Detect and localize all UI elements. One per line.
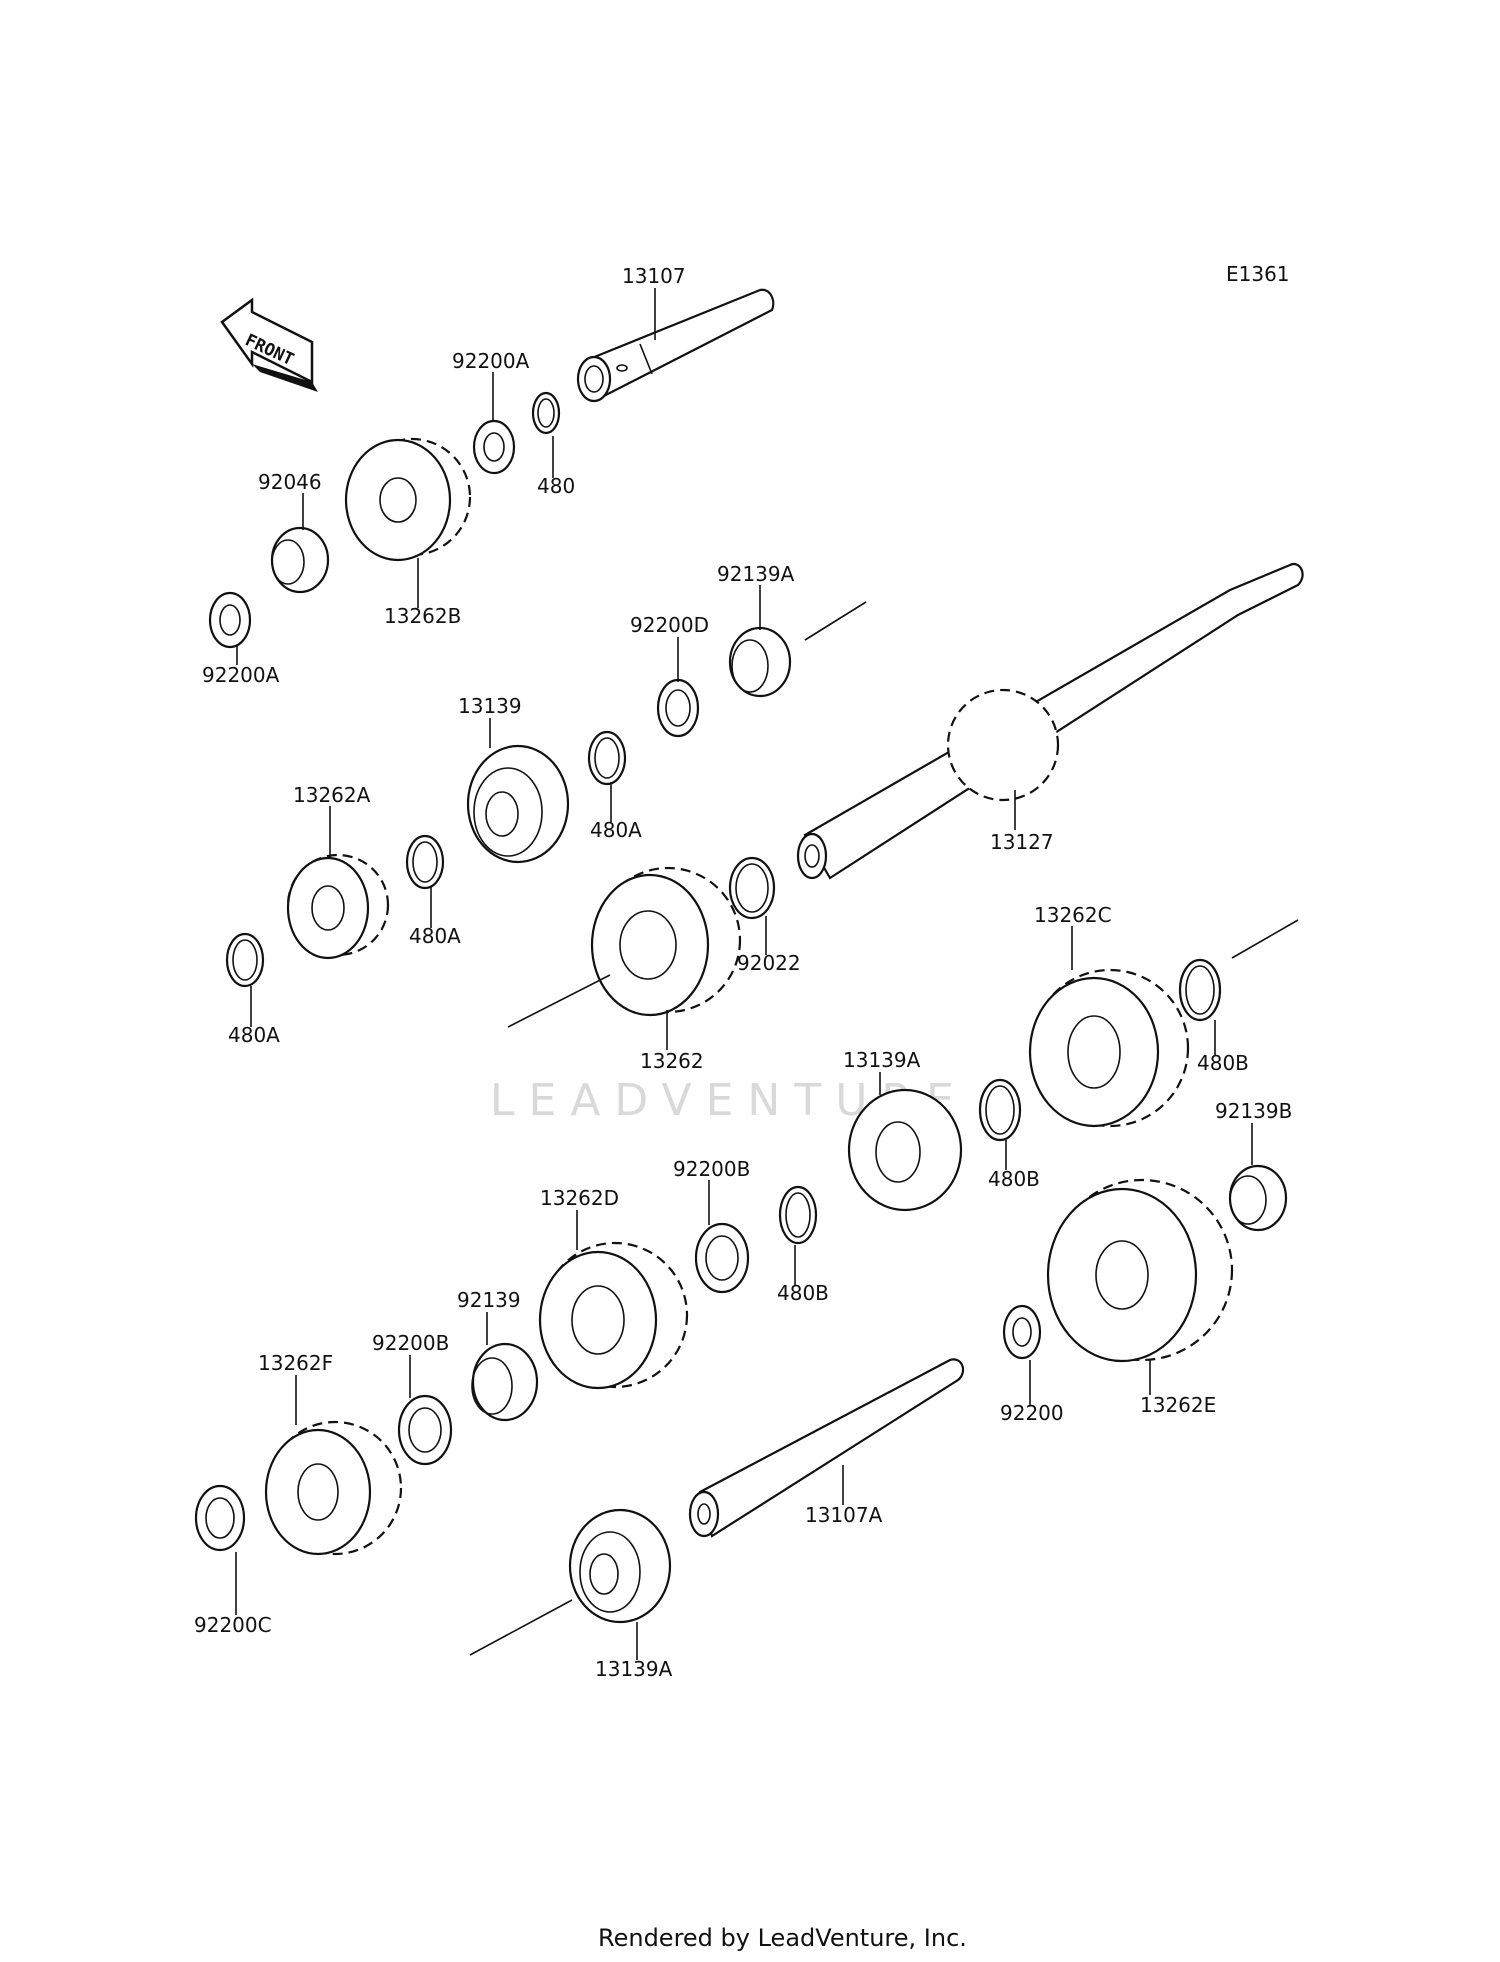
label-480b-right[interactable]: 480B (1197, 1051, 1249, 1075)
label-13107a[interactable]: 13107A (805, 1503, 883, 1527)
shaft-13107a-icon (688, 1358, 965, 1538)
circlip-480-top-icon (531, 391, 561, 435)
label-13139[interactable]: 13139 (458, 694, 522, 718)
label-13139a-low[interactable]: 13139A (595, 1657, 673, 1681)
label-480b-mid[interactable]: 480B (988, 1167, 1040, 1191)
label-13127[interactable]: 13127 (990, 830, 1054, 854)
footer-credit: Rendered by LeadVenture, Inc. (598, 1924, 967, 1952)
label-480-top[interactable]: 480 (537, 474, 575, 498)
circlip-480a-b-icon (225, 932, 265, 988)
label-13262e[interactable]: 13262E (1140, 1393, 1216, 1417)
leader-lines (235, 288, 1253, 1660)
label-13139a-mid[interactable]: 13139A (843, 1048, 921, 1072)
label-13262b[interactable]: 13262B (384, 604, 461, 628)
washer-92200c-icon (194, 1484, 246, 1552)
gear-13262f-icon (264, 1420, 403, 1556)
label-480a-b[interactable]: 480A (228, 1023, 280, 1047)
bush-92139b-icon (1228, 1164, 1288, 1232)
circlip-480a-mid-icon (587, 730, 627, 786)
washer-92200b-low-icon (397, 1394, 453, 1466)
label-480a-mid[interactable]: 480A (590, 818, 642, 842)
label-92139a[interactable]: 92139A (717, 562, 795, 586)
washer-92200a-top-icon (472, 419, 516, 475)
label-13262[interactable]: 13262 (640, 1049, 704, 1073)
hub-13139a-mid-icon (847, 1088, 963, 1212)
circlip-480b-mid-icon (978, 1078, 1022, 1142)
label-92200d[interactable]: 92200D (630, 613, 709, 637)
gear-13262a-icon (286, 853, 390, 960)
washer-92200a-left-icon (208, 591, 252, 649)
label-13107[interactable]: 13107 (622, 264, 686, 288)
bearing-92046-icon (270, 526, 330, 594)
label-92200c[interactable]: 92200C (194, 1613, 272, 1637)
bush-92139a-icon (728, 626, 792, 698)
label-13262c[interactable]: 13262C (1034, 903, 1112, 927)
label-92139[interactable]: 92139 (457, 1288, 521, 1312)
assembly-guide-lines (469, 601, 1299, 1656)
gear-13262b-icon (344, 437, 472, 562)
circlip-480b-right-icon (1178, 958, 1222, 1022)
washer-92200b-mid-icon (694, 1222, 750, 1294)
label-13262a[interactable]: 13262A (293, 783, 371, 807)
label-92200a-left[interactable]: 92200A (202, 663, 280, 687)
gear-13262-icon (590, 866, 742, 1017)
shaft-13107-icon (576, 288, 775, 403)
washer-92022-icon (728, 856, 776, 920)
label-92200b-low[interactable]: 92200B (372, 1331, 449, 1355)
gear-13262d-icon (538, 1241, 689, 1390)
circlip-480b-low-icon (778, 1185, 818, 1245)
callout-labels: 13107 92200A 480 92046 13262B 92200A 921… (194, 264, 1292, 1681)
washer-92200d-icon (656, 678, 700, 738)
label-92139b[interactable]: 92139B (1215, 1099, 1292, 1123)
label-92200[interactable]: 92200 (1000, 1401, 1064, 1425)
shaft-13127-icon (796, 562, 1304, 880)
label-13262d[interactable]: 13262D (540, 1186, 619, 1210)
diagram-code: E1361 (1226, 262, 1290, 286)
gear-13262e-icon (1046, 1178, 1234, 1363)
washer-92200-icon (1002, 1304, 1042, 1360)
label-92022[interactable]: 92022 (737, 951, 801, 975)
front-arrow-icon: FRONT (220, 297, 318, 392)
label-480b-low[interactable]: 480B (777, 1281, 829, 1305)
label-92200b-mid[interactable]: 92200B (673, 1157, 750, 1181)
hub-13139a-low-icon (568, 1508, 672, 1624)
gear-13262c-icon (1028, 968, 1190, 1128)
label-92046[interactable]: 92046 (258, 470, 322, 494)
bearing-92139-icon (471, 1342, 539, 1422)
hub-13139-icon (466, 744, 570, 864)
circlip-480a-a-icon (405, 834, 445, 890)
label-13262f[interactable]: 13262F (258, 1351, 333, 1375)
label-92200a-top[interactable]: 92200A (452, 349, 530, 373)
label-480a-a[interactable]: 480A (409, 924, 461, 948)
